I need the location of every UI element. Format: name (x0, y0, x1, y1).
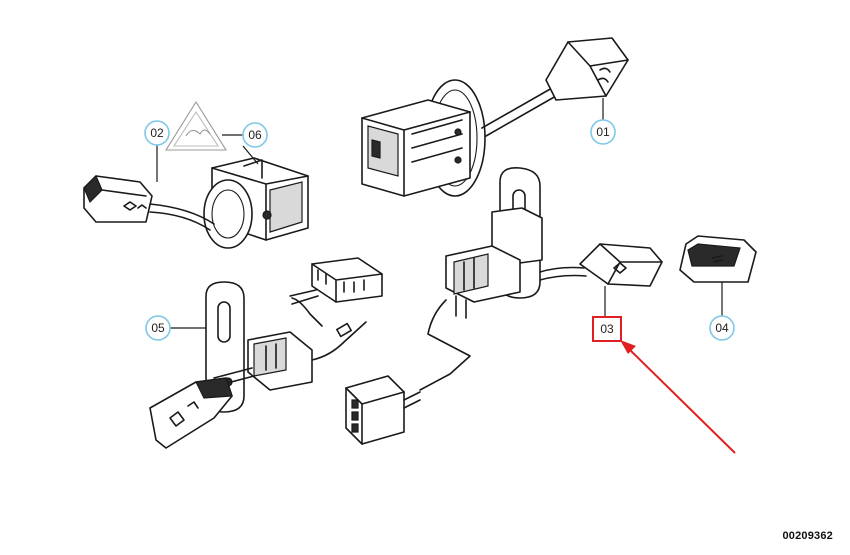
connector-bottom (345, 375, 421, 445)
callout-04: 04 (709, 315, 735, 341)
part-02-06-switch (83, 100, 309, 249)
callout-06: 06 (242, 122, 268, 148)
part-03-switch (419, 166, 663, 391)
reference-number: 00209362 (782, 530, 833, 542)
callout-04-label: 04 (715, 321, 729, 335)
highlight-arrow (620, 340, 736, 454)
part-04-cap (679, 235, 757, 283)
part-05-switch (149, 281, 367, 449)
callout-02: 02 (144, 120, 170, 146)
connector-top (289, 257, 383, 305)
callout-01: 01 (590, 119, 616, 145)
callout-05: 05 (145, 315, 171, 341)
leader-lines (156, 98, 723, 329)
callout-03: 03 (592, 316, 622, 342)
callout-06-label: 06 (248, 128, 262, 142)
part-01-switch (361, 37, 629, 197)
callout-05-label: 05 (151, 321, 165, 335)
callout-01-label: 01 (596, 125, 610, 139)
callout-02-label: 02 (150, 126, 164, 140)
callout-03-label: 03 (600, 322, 614, 336)
